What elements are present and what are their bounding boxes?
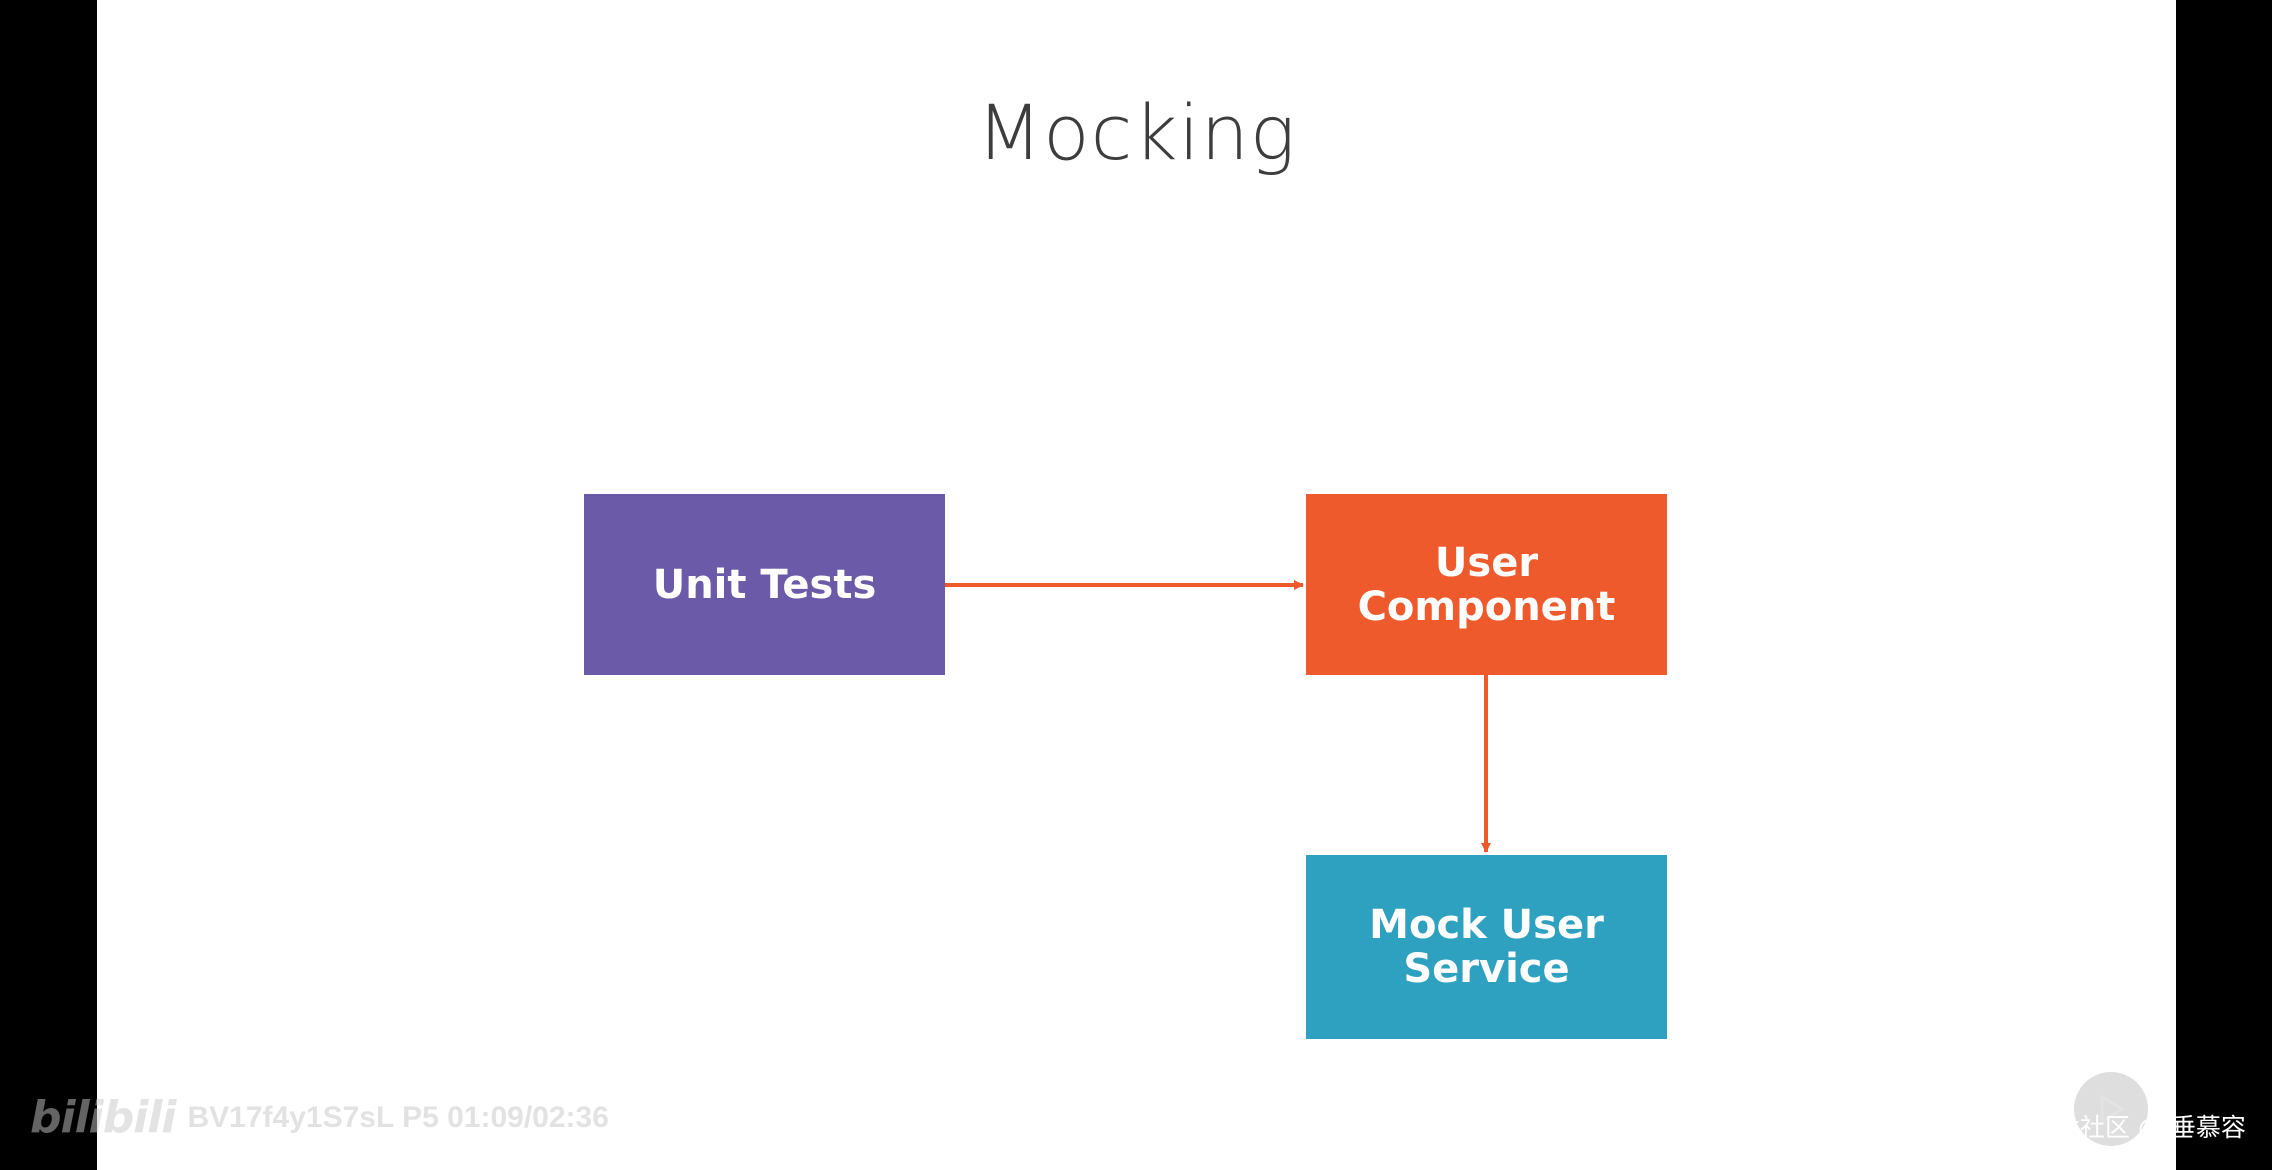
credit-text: 掘金技术社区 @ 垂慕容: [1980, 1113, 2246, 1142]
play-icon: [2074, 1072, 2148, 1146]
node-mock-user-service: Mock User Service: [1306, 855, 1667, 1039]
slide: Mocking Unit Tests User Component Mock U…: [97, 0, 2176, 1170]
bilibili-watermark: bilibili BV17f4y1S7sL P5 01:09/02:36: [30, 1092, 609, 1143]
node-mock-user-service-label: Mock User Service: [1369, 902, 1604, 992]
node-user-component: User Component: [1306, 494, 1667, 675]
node-unit-tests: Unit Tests: [584, 494, 945, 675]
slide-title: Mocking: [976, 88, 1297, 177]
video-id-and-time: BV17f4y1S7sL P5 01:09/02:36: [187, 1100, 609, 1134]
node-user-component-label: User Component: [1357, 539, 1616, 630]
bilibili-logo: bilibili: [30, 1092, 176, 1143]
node-unit-tests-label: Unit Tests: [652, 561, 877, 608]
